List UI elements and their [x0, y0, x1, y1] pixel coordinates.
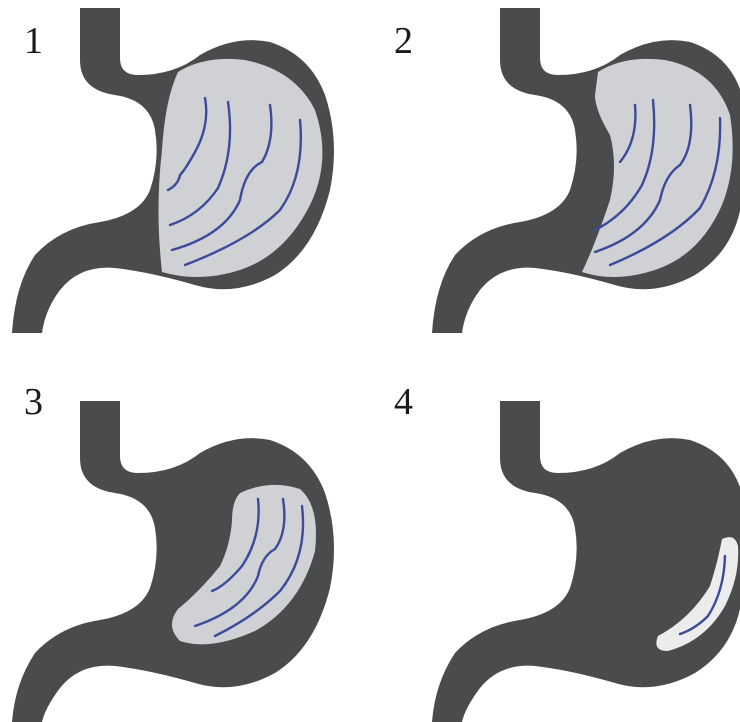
stomach-diagram-4 [370, 361, 740, 722]
stomach-diagram-3 [0, 361, 370, 722]
panel-label: 2 [394, 22, 413, 60]
panel-label: 4 [394, 383, 413, 421]
stomach-diagram-2 [370, 0, 740, 361]
panel-label: 3 [24, 383, 43, 421]
panel-label: 1 [24, 22, 43, 60]
panel-1: 1 [0, 0, 370, 361]
stomach-diagram-1 [0, 0, 370, 361]
panel-4: 4 [370, 361, 740, 722]
stomach-shape [432, 401, 740, 722]
panel-2: 2 [370, 0, 740, 361]
panel-3: 3 [0, 361, 370, 722]
